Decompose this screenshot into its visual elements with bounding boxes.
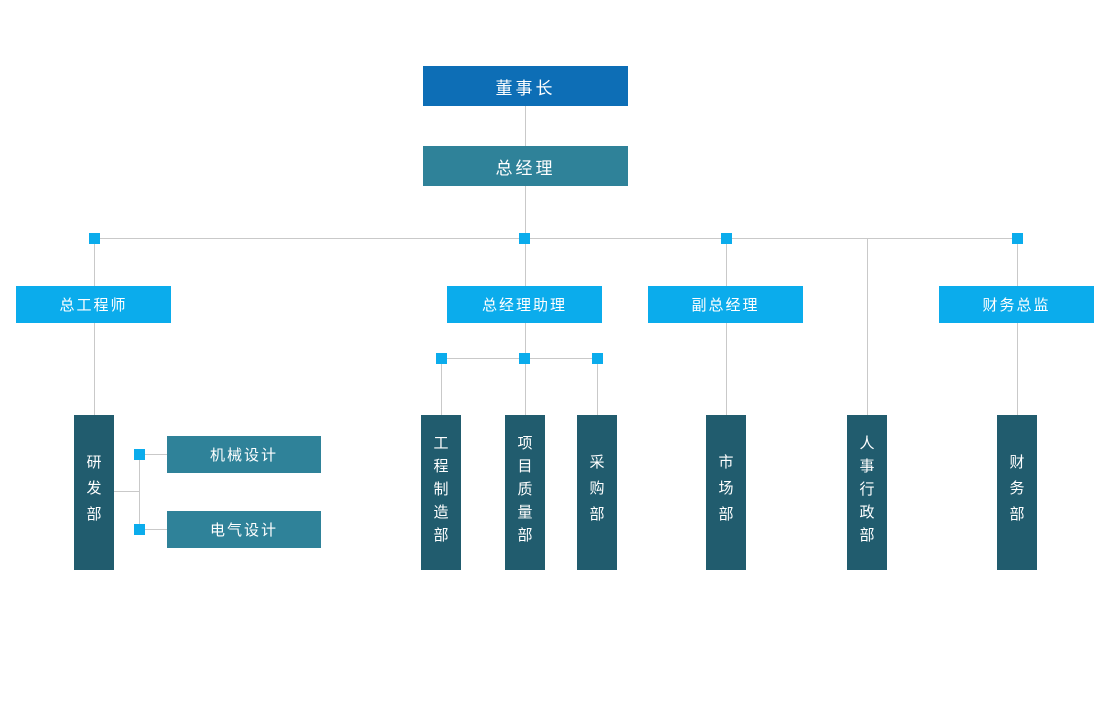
junction-node: [519, 233, 530, 244]
box-deputy-gm[interactable]: 副总经理: [648, 286, 803, 323]
connector-to-proj-qual: [525, 358, 526, 415]
connector-gm-mainline: [525, 186, 526, 238]
connector-main-horizontal: [94, 238, 1017, 239]
junction-node: [1012, 233, 1023, 244]
connector-assistant-subline: [525, 323, 526, 358]
box-chief-engineer[interactable]: 总工程师: [16, 286, 171, 323]
dept-hr-admin[interactable]: 人事行政部: [847, 415, 887, 570]
box-electrical-design[interactable]: 电气设计: [167, 511, 321, 548]
connector-to-deputy-gm: [726, 238, 727, 286]
dept-project-quality[interactable]: 项目质量部: [505, 415, 545, 570]
connector-to-hr-admin: [867, 238, 868, 415]
junction-node: [721, 233, 732, 244]
dept-rd[interactable]: 研发部: [74, 415, 114, 570]
junction-node: [134, 524, 145, 535]
connector-to-chief-engineer: [94, 238, 95, 286]
connector-chairman-gm: [525, 106, 526, 146]
junction-node: [519, 353, 530, 364]
box-gm-assistant[interactable]: 总经理助理: [447, 286, 602, 323]
connector-bracket-vertical: [139, 454, 140, 530]
connector-to-procurement: [597, 358, 598, 415]
box-finance-director[interactable]: 财务总监: [939, 286, 1094, 323]
box-chairman[interactable]: 董事长: [423, 66, 628, 106]
connector-to-electrical: [139, 529, 167, 530]
dept-engineering-manufacturing[interactable]: 工程制造部: [421, 415, 461, 570]
dept-procurement[interactable]: 采购部: [577, 415, 617, 570]
connector-to-eng-mfg: [441, 358, 442, 415]
dept-marketing[interactable]: 市场部: [706, 415, 746, 570]
connector-to-gm-assistant: [525, 238, 526, 286]
box-general-manager[interactable]: 总经理: [423, 146, 628, 186]
connector-director-finance-dept: [1017, 323, 1018, 415]
junction-node: [592, 353, 603, 364]
dept-finance[interactable]: 财务部: [997, 415, 1037, 570]
junction-node: [89, 233, 100, 244]
junction-node: [134, 449, 145, 460]
junction-node: [436, 353, 447, 364]
connector-to-finance-director: [1017, 238, 1018, 286]
connector-chief-engineer-rd: [94, 323, 95, 415]
connector-deputy-marketing: [726, 323, 727, 415]
connector-rd-bracket: [114, 491, 140, 492]
box-mechanical-design[interactable]: 机械设计: [167, 436, 321, 473]
connector-to-mechanical: [139, 454, 167, 455]
